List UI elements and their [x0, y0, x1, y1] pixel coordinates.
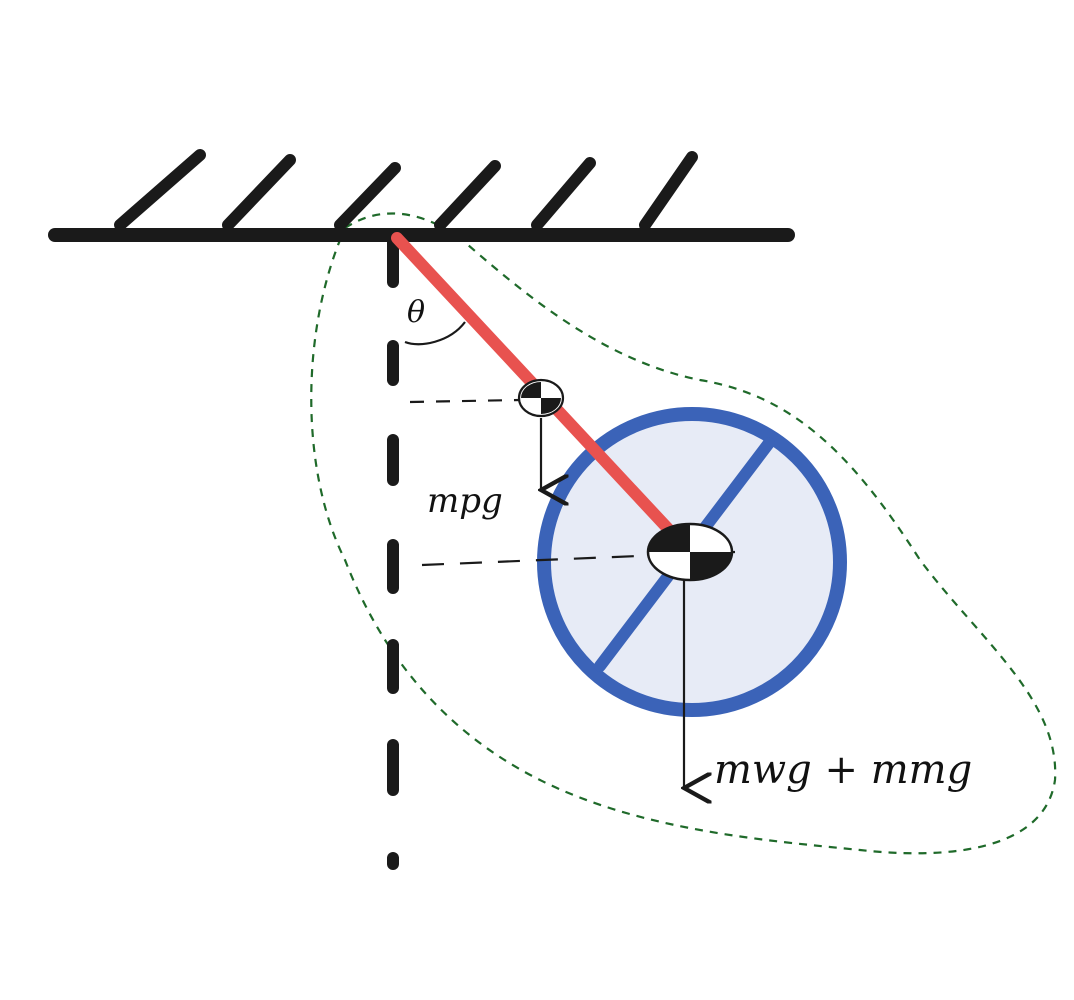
- wheel-center-level-line: [421, 550, 736, 567]
- system-boundary: [310, 212, 1057, 855]
- ceiling-hatch: [434, 160, 501, 231]
- ceiling-hatch: [639, 151, 698, 231]
- wheel-center-marker: [646, 522, 734, 582]
- ceiling: [48, 149, 795, 242]
- ceiling-hatch: [222, 154, 296, 231]
- ceiling-hatch: [531, 157, 596, 231]
- theta-label: θ: [407, 295, 425, 330]
- total-weight-label: mwg + mmg: [714, 747, 972, 793]
- ceiling-hatch: [334, 162, 401, 231]
- ceiling-hatch: [114, 149, 206, 231]
- theta-arc: [404, 321, 466, 346]
- rod-center-of-mass-marker: [517, 378, 565, 418]
- rod-com-level-line: [409, 398, 521, 404]
- rod-weight-label: mpg: [427, 481, 503, 521]
